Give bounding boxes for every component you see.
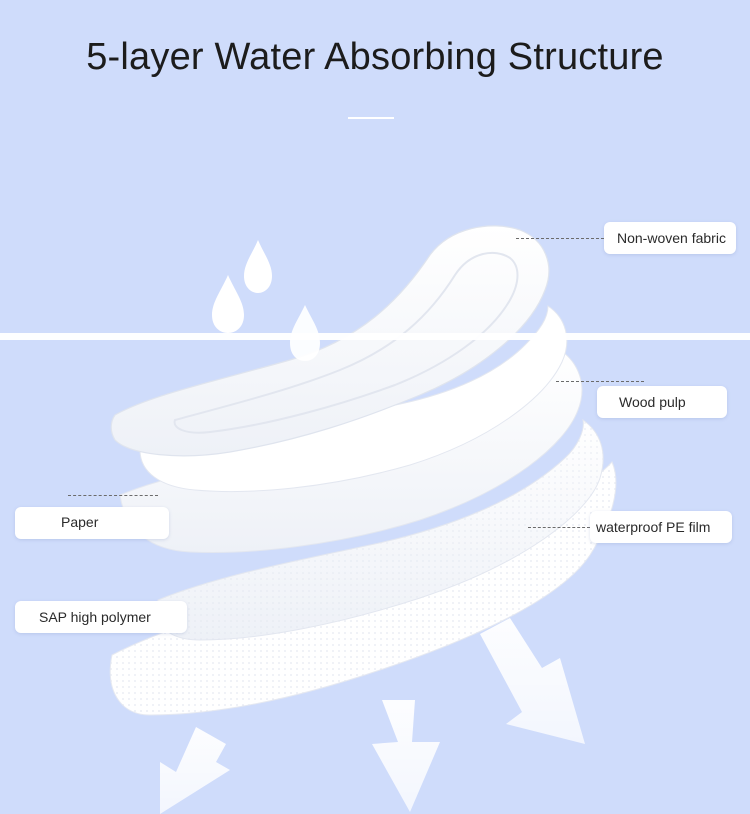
down-arrow-icon — [372, 700, 440, 812]
callout-paper: Paper — [15, 507, 169, 539]
layer-pe-texture — [156, 420, 604, 640]
down-arrow-icon — [480, 618, 585, 744]
callout-label: Non-woven fabric — [617, 230, 726, 246]
callout-label: Wood pulp — [619, 394, 686, 410]
page-title: 5-layer Water Absorbing Structure — [86, 36, 664, 78]
callout-label: Paper — [61, 514, 99, 530]
divider-band — [0, 333, 750, 340]
leader-line-paper — [68, 495, 158, 496]
callout-sap-high-polymer: SAP high polymer — [15, 601, 187, 633]
title-underline — [348, 117, 394, 119]
water-droplet-icon — [244, 240, 272, 293]
callout-non-woven-fabric: Non-woven fabric — [604, 222, 736, 254]
callout-label: waterproof PE film — [596, 519, 711, 535]
callout-waterproof-pe-film: waterproof PE film — [590, 511, 732, 543]
callout-wood-pulp: Wood pulp — [597, 386, 727, 418]
leader-line-non-woven — [516, 238, 604, 239]
down-arrow-icon — [160, 727, 230, 814]
leader-line-pe-film — [528, 527, 590, 528]
leader-line-wood-pulp — [556, 381, 644, 382]
pad-channel — [173, 251, 519, 434]
callout-label: SAP high polymer — [39, 609, 151, 625]
water-droplet-icon — [212, 275, 244, 333]
